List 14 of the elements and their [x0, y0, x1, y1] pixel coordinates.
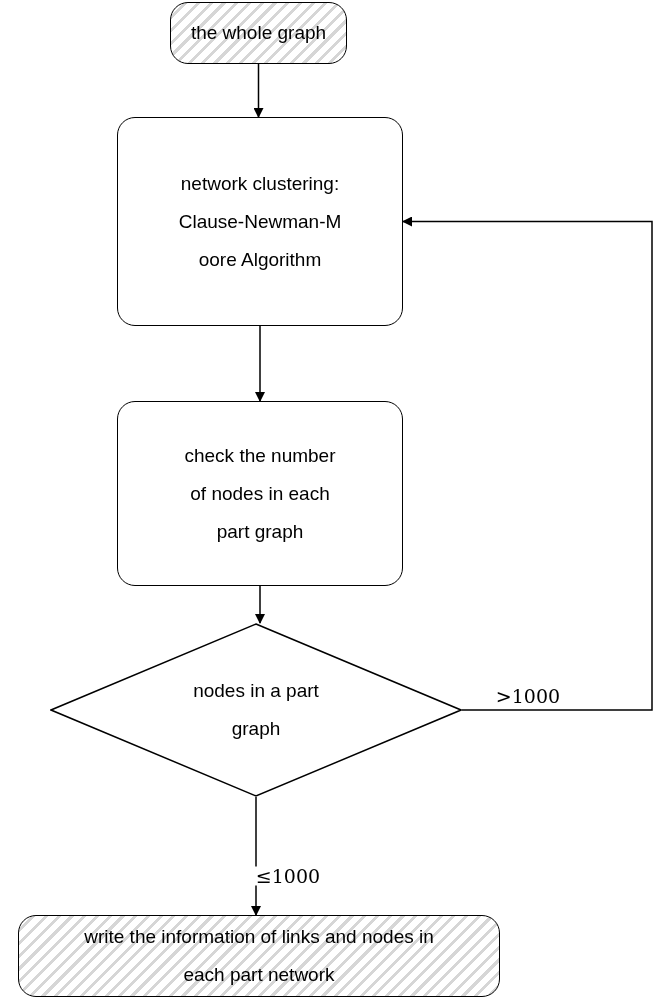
process-box	[117, 401, 403, 586]
arrow	[255, 325, 265, 402]
process-box	[117, 117, 403, 326]
arrow	[255, 585, 265, 624]
node-text: write the information of links and nodes in each part network	[83, 925, 435, 987]
hatched-box	[18, 915, 500, 997]
arrow	[402, 216, 653, 711]
node-text: nodes in a part graph	[192, 679, 320, 741]
decision-diamond	[50, 623, 462, 797]
arrow	[253, 63, 264, 118]
hatched-box	[170, 2, 347, 64]
node-text: check the number of nodes in each part graph	[183, 443, 337, 544]
node-text: the whole graph	[189, 21, 328, 45]
node-text: network clustering: Clause-Newman-M oore Algorithm	[177, 171, 343, 272]
